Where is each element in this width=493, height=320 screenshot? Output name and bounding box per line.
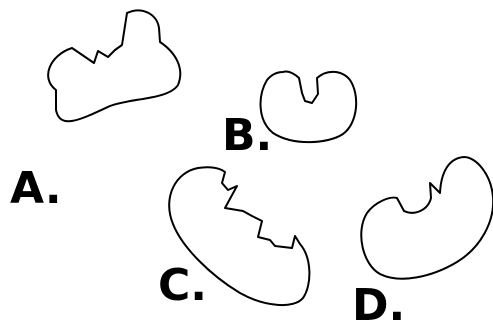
label-a: A.: [10, 163, 62, 214]
shape-d: [361, 157, 493, 279]
label-c: C.: [158, 260, 207, 311]
label-d: D.: [352, 280, 405, 320]
shape-a: [48, 10, 180, 121]
shape-b: [261, 72, 357, 143]
label-b: B.: [222, 110, 272, 161]
